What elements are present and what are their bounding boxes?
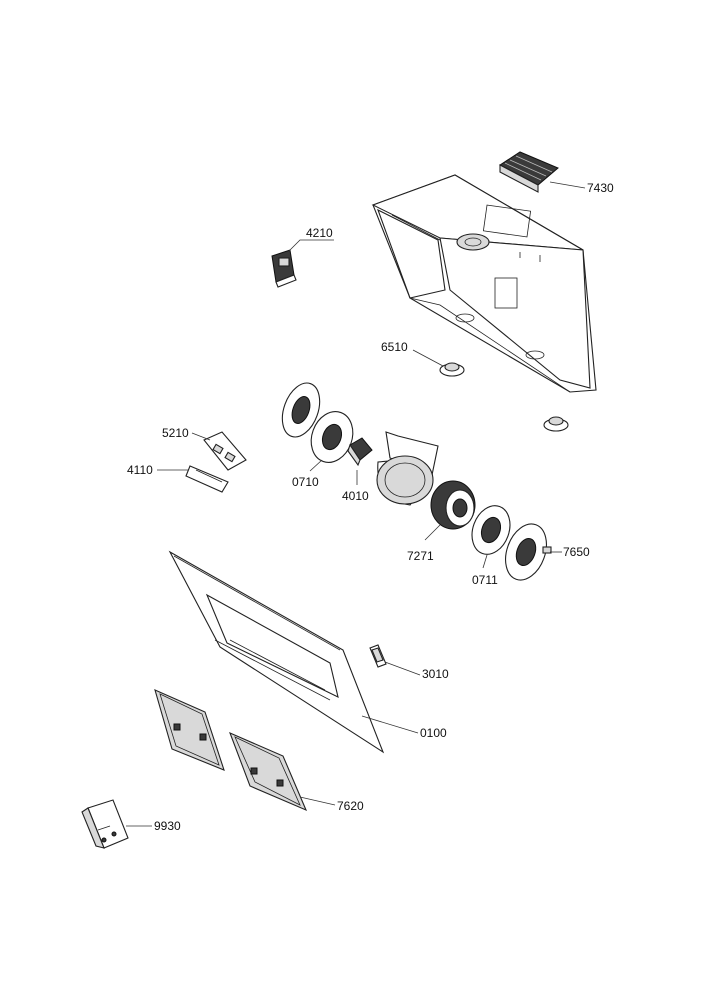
part-0711-ring — [471, 505, 511, 555]
part-0100-panel — [168, 550, 385, 754]
leader-7271 — [424, 524, 441, 541]
label-7430: 7430 — [587, 181, 614, 195]
part-hood-body — [371, 174, 597, 393]
part-7650-cover — [505, 523, 552, 581]
part-0710-ring — [281, 382, 354, 463]
label-7650: 7650 — [563, 545, 590, 559]
part-9930-kit — [81, 799, 129, 849]
part-4010-capacitor — [347, 437, 373, 467]
part-7271-impeller — [430, 480, 476, 530]
label-0100: 0100 — [420, 726, 447, 740]
label-4210: 4210 — [306, 226, 333, 240]
part-7620-filters — [154, 689, 308, 812]
label-7271: 7271 — [407, 549, 434, 563]
label-9930: 9930 — [154, 819, 181, 833]
part-blower-housing — [376, 431, 439, 506]
label-3010: 3010 — [422, 667, 449, 681]
label-6510: 6510 — [381, 340, 408, 354]
label-7620: 7620 — [337, 799, 364, 813]
part-4210-switch — [271, 249, 297, 288]
part-4110 — [185, 465, 229, 493]
leader-5210 — [191, 432, 211, 441]
leader-0711 — [482, 554, 488, 569]
leader-0100 — [361, 715, 419, 734]
leader-4210 — [287, 239, 334, 253]
leader-7620 — [299, 796, 336, 806]
part-6510-lamp — [439, 362, 569, 432]
label-0710: 0710 — [292, 475, 319, 489]
label-4010: 4010 — [342, 489, 369, 503]
part-3010-clip — [369, 644, 387, 668]
label-4110: 4110 — [127, 463, 153, 477]
part-7430-filter — [499, 151, 559, 193]
label-5210: 5210 — [162, 426, 189, 440]
leader-3010 — [384, 661, 421, 676]
part-5210-board — [203, 431, 247, 471]
leader-7430 — [549, 181, 586, 189]
leader-6510 — [412, 349, 444, 367]
label-0711: 0711 — [472, 573, 498, 587]
leader-0710 — [309, 459, 323, 472]
